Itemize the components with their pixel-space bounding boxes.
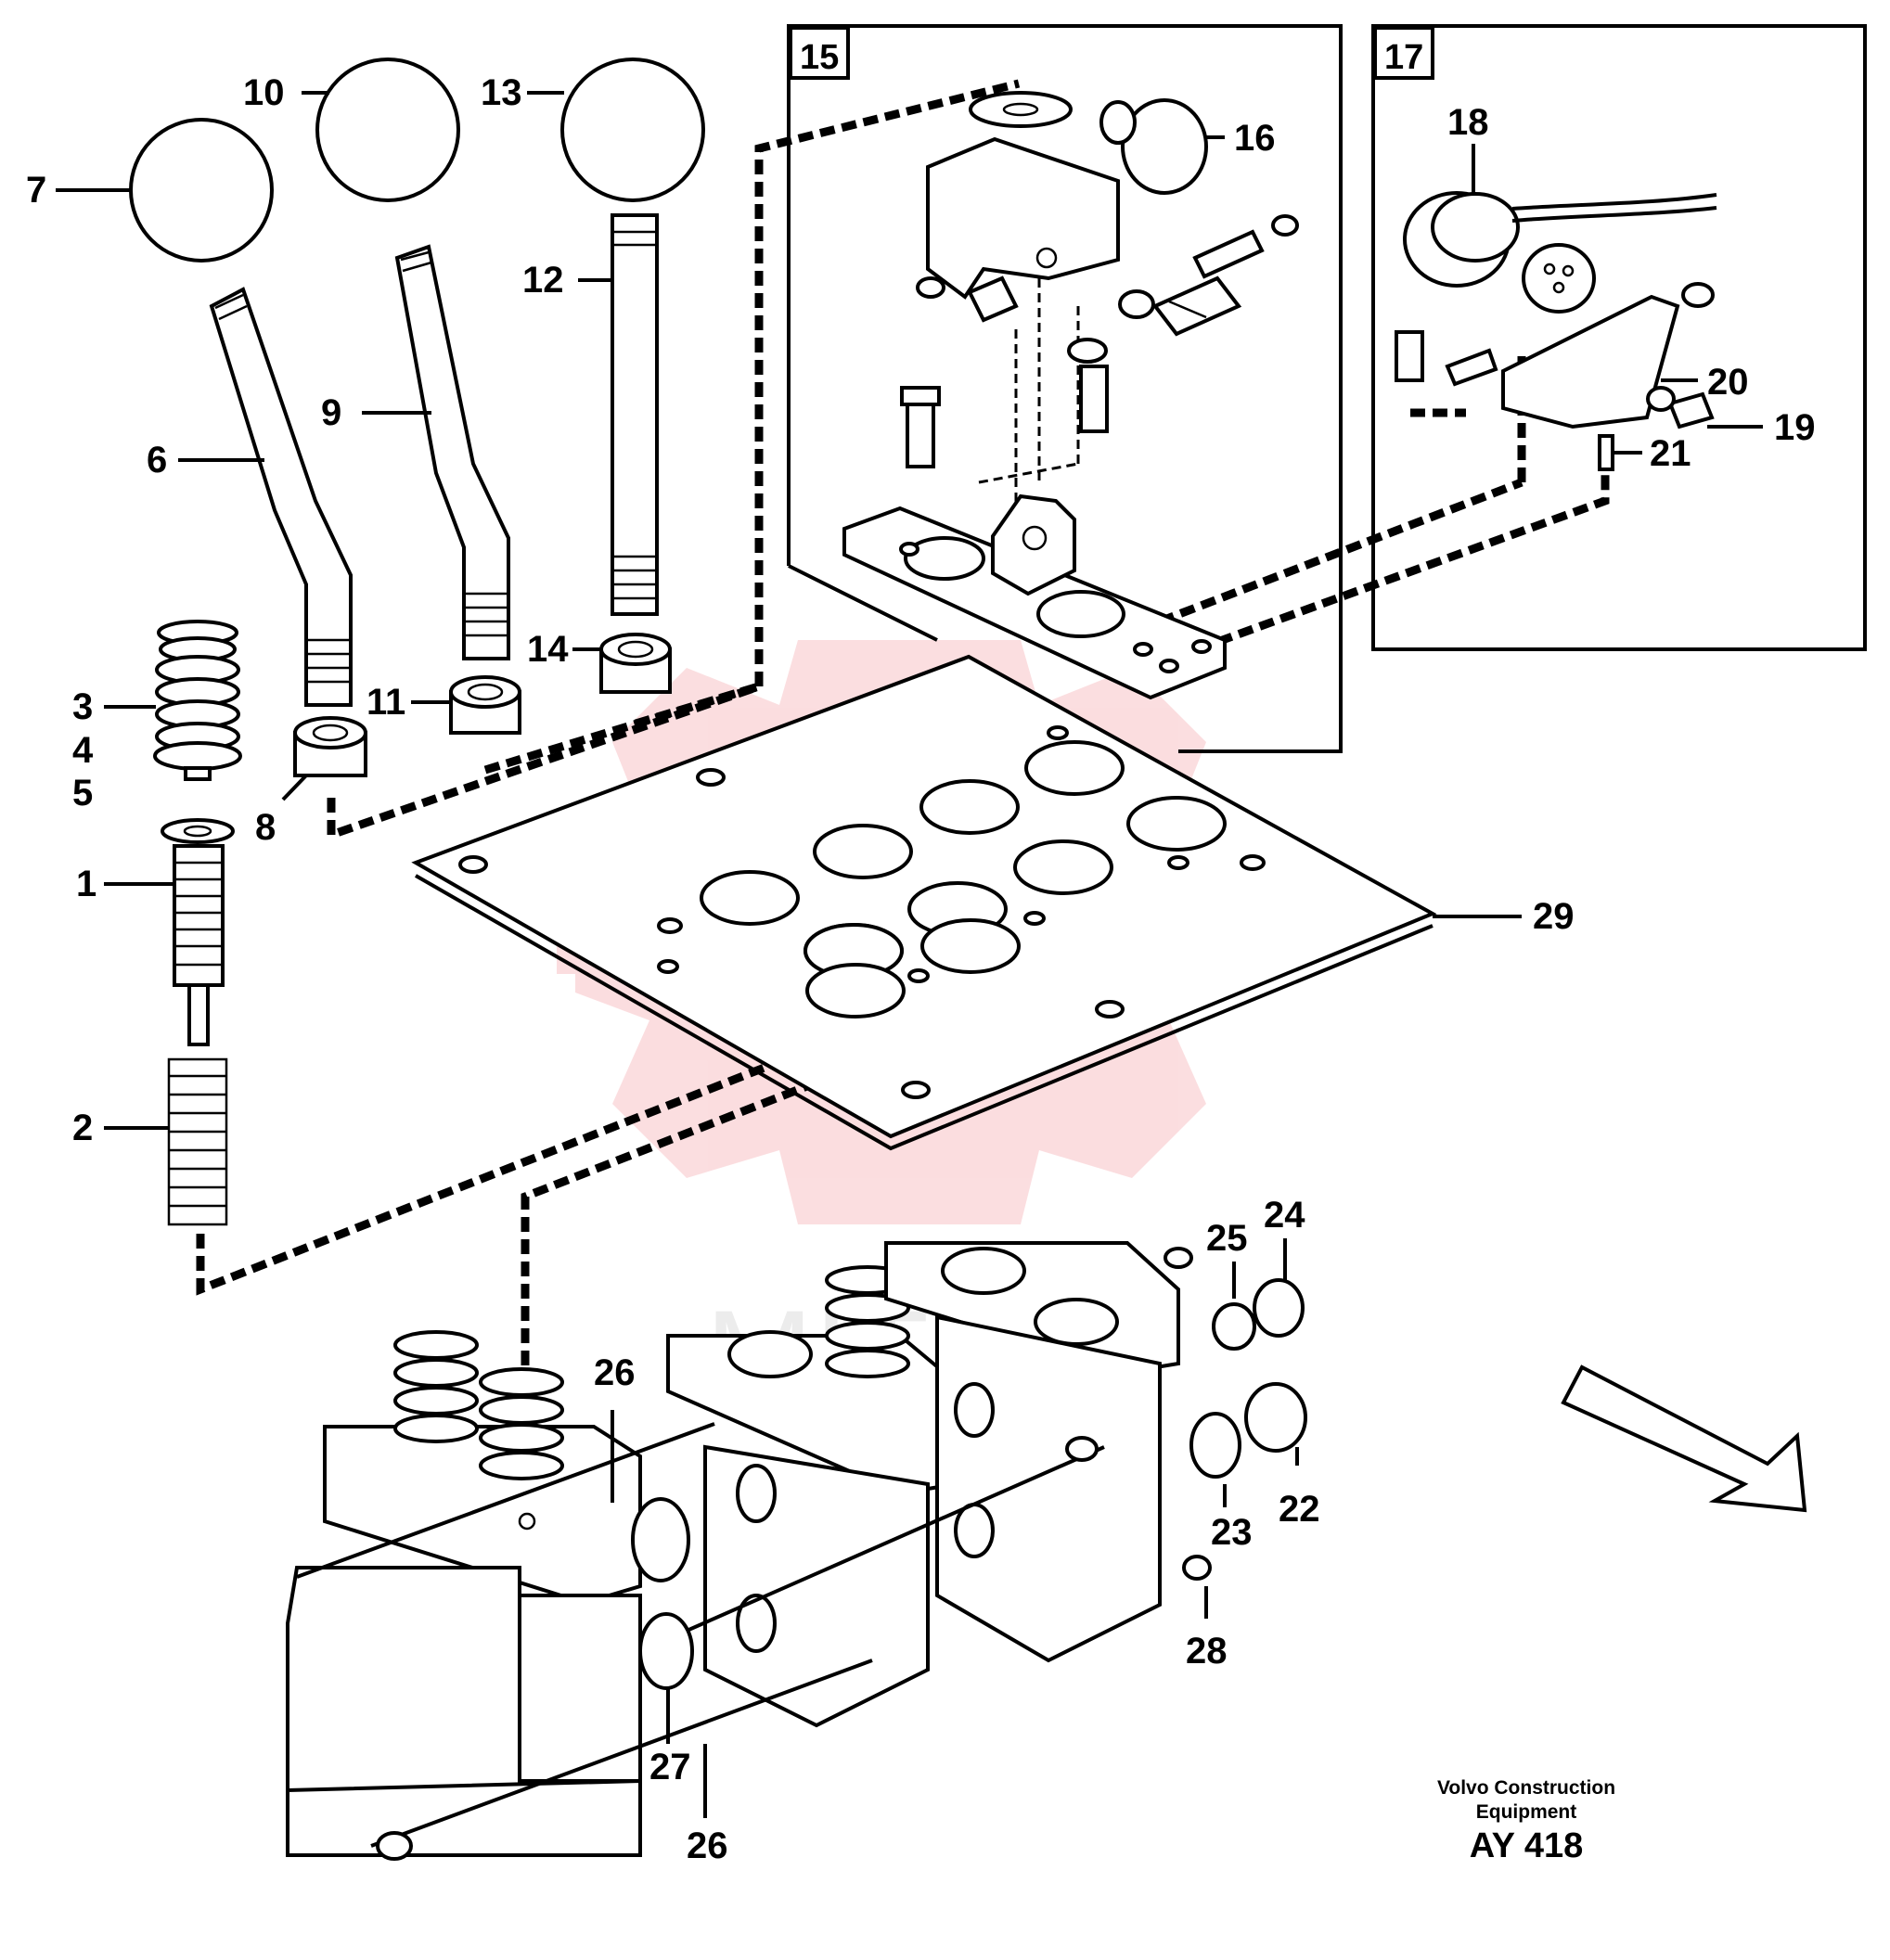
callout-27: 27 [649,1747,691,1787]
spring-2 [167,1057,228,1226]
callout-3: 3 [72,686,93,727]
callout-2: 2 [72,1108,93,1148]
callout-28: 28 [1186,1631,1228,1672]
valve-section-left [286,1330,642,1857]
knob-7 [129,118,274,263]
tie-rods-26 [296,1422,1105,1861]
plunger-1 [161,818,235,1046]
callout-10: 10 [243,72,285,113]
box-number-15: 15 [800,38,839,77]
reference-number: AY 418 [1470,1826,1584,1865]
callout-25: 25 [1206,1218,1248,1259]
spring-assembly-3 [153,620,242,781]
lever-6 [209,287,353,707]
mounting-plate [842,493,1227,700]
lever-12 [611,213,659,616]
callout-11: 11 [366,682,405,723]
knob-16 [1099,98,1208,195]
pivot-block [926,91,1120,323]
valve-section-right [884,1241,1180,1663]
callout-22: 22 [1279,1489,1320,1530]
bracket-20 [1395,282,1715,471]
callout-24: 24 [1264,1195,1305,1236]
callout-5: 5 [72,773,93,813]
knob-10 [315,58,460,202]
callout-9: 9 [321,392,341,433]
callout-23: 23 [1211,1512,1253,1553]
callout-14: 14 [527,629,569,670]
leader-lines [56,91,1763,1818]
callout-8: 8 [255,807,276,848]
credit-line-2: Equipment [1476,1801,1577,1823]
callout-21: 21 [1650,433,1691,474]
box-number-17: 17 [1384,38,1423,77]
detail-box-17: 17 [1371,24,1867,651]
callout-26-bottom: 26 [687,1825,728,1866]
callout-1: 1 [76,864,96,904]
sensor-18 [1403,191,1717,314]
gasket-plate-29 [411,654,1437,1151]
callout-29: 29 [1533,896,1575,937]
callout-19: 19 [1774,407,1816,448]
valve-section-middle [666,1265,958,1728]
callout-13: 13 [481,72,522,113]
callouts: 7 10 13 6 9 12 3 4 5 1 2 8 11 14 16 18 2… [26,72,1816,1866]
nut-14 [599,633,672,694]
pin-parts [900,214,1299,468]
callout-7: 7 [26,170,46,211]
callout-4: 4 [72,730,94,771]
nut-8 [293,716,367,777]
knob-13 [560,58,705,202]
direction-arrow [1561,1364,1807,1513]
callout-16: 16 [1234,118,1276,159]
callout-12: 12 [522,260,564,301]
lever-9 [394,244,510,660]
callout-20: 20 [1707,362,1749,403]
callout-18: 18 [1447,102,1489,143]
credit-line-1: Volvo Construction [1437,1777,1615,1799]
detail-box-15: 15 [787,24,1343,753]
callout-26-top: 26 [594,1352,636,1393]
nut-11 [449,675,521,735]
plugs-22-25 [631,1247,1307,1690]
callout-6: 6 [147,440,167,480]
